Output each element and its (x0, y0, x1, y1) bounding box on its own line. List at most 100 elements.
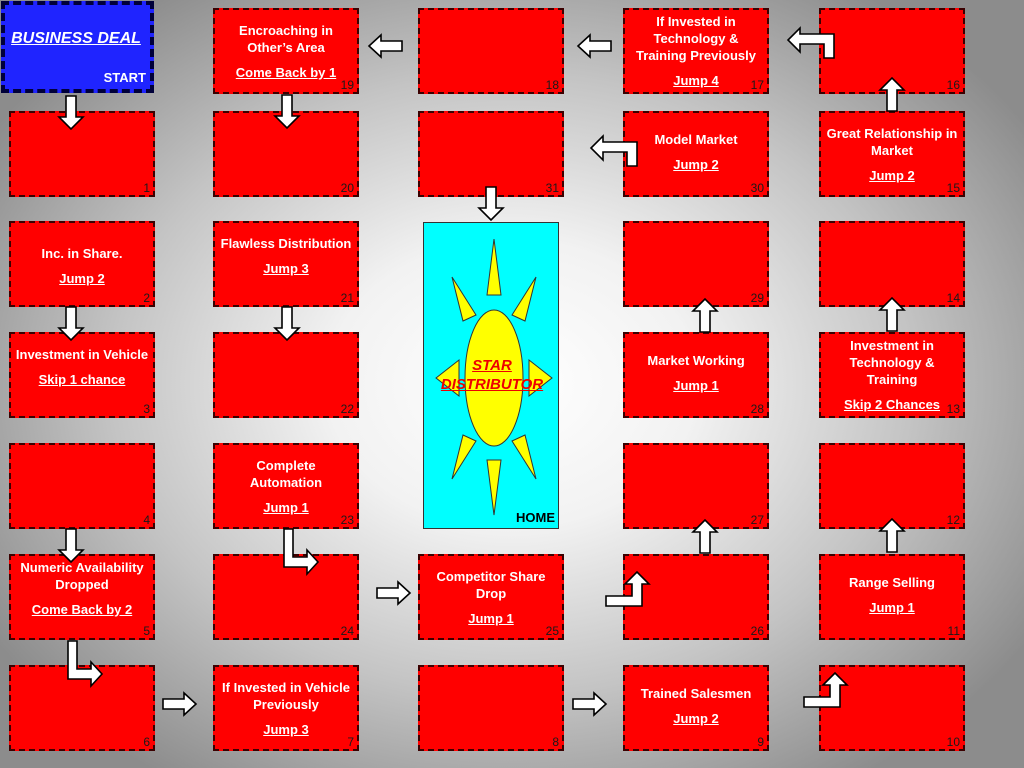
square-action: Come Back by 1 (235, 65, 337, 80)
square-number: 25 (545, 624, 559, 638)
square-label: Competitor Share Drop (436, 569, 546, 601)
square-number: 22 (340, 402, 354, 416)
square-number: 4 (143, 513, 150, 527)
square-number: 24 (340, 624, 354, 638)
square-number: 18 (545, 78, 559, 92)
board-square-27[interactable]: 27 (623, 443, 769, 529)
square-number: 14 (946, 291, 960, 305)
square-number: 29 (750, 291, 764, 305)
arrow-start-to-1-icon (57, 95, 85, 131)
arrow-6-to-7-icon (162, 691, 198, 717)
board-square-14[interactable]: 14 (819, 221, 965, 307)
square-number: 6 (143, 735, 150, 749)
square-number: 8 (552, 735, 559, 749)
square-label: If Invested in Technology & Training Pre… (636, 14, 756, 63)
arrow-30-to-31-icon (589, 128, 639, 168)
square-label: Model Market (654, 132, 738, 147)
square-label: Market Working (647, 353, 745, 368)
square-number: 3 (143, 402, 150, 416)
start-tile[interactable]: BUSINESS DEAL START (1, 1, 154, 93)
square-number: 17 (750, 78, 764, 92)
square-number: 5 (143, 624, 150, 638)
square-action: Jump 2 (869, 168, 915, 183)
square-action: Jump 4 (673, 73, 719, 88)
home-label: HOME (516, 510, 555, 525)
square-action: Jump 3 (263, 261, 309, 276)
board-square-10[interactable]: 10 (819, 665, 965, 751)
square-label: Range Selling (849, 575, 935, 590)
arrow-24-to-25-icon (376, 580, 412, 606)
square-number: 20 (340, 181, 354, 195)
square-action: Jump 1 (263, 500, 309, 515)
sun-icon (435, 238, 553, 516)
start-title: BUSINESS DEAL (11, 30, 141, 47)
home-title: STAR DISTRIBUTOR (440, 357, 544, 393)
square-label: Numeric Availability Dropped (20, 560, 144, 592)
arrow-9-to-10-icon (803, 671, 849, 711)
square-number: 31 (545, 181, 559, 195)
board-square-17[interactable]: If Invested in Technology & Training Pre… (623, 8, 769, 94)
square-label: Flawless Distribution (220, 236, 352, 251)
arrow-16-to-17-icon (786, 20, 836, 60)
square-action: Jump 1 (468, 611, 514, 626)
arrow-31-to-home-icon (477, 186, 505, 222)
square-number: 7 (347, 735, 354, 749)
board-square-4[interactable]: 4 (9, 443, 155, 529)
square-label: Investment in Technology & Training (849, 338, 935, 387)
square-text: Inc. in Share.Jump 2 (15, 245, 149, 287)
square-action: Jump 2 (673, 157, 719, 172)
arrow-18-to-19-icon (367, 33, 403, 59)
board-square-26[interactable]: 26 (623, 554, 769, 640)
board-square-22[interactable]: 22 (213, 332, 359, 418)
arrow-21-to-22-icon (273, 306, 301, 342)
start-label: START (103, 70, 146, 85)
home-tile[interactable]: STAR DISTRIBUTOR HOME (423, 222, 559, 529)
square-number: 11 (947, 624, 960, 638)
arrow-28-to-29-icon (691, 297, 719, 333)
square-action: Come Back by 2 (31, 602, 133, 617)
arrow-13-to-14-icon (878, 296, 906, 332)
board-square-18[interactable]: 18 (418, 8, 564, 94)
square-label: Complete Automation (249, 458, 323, 490)
square-number: 13 (946, 402, 960, 416)
square-number: 30 (750, 181, 764, 195)
board-square-31[interactable]: 31 (418, 111, 564, 197)
square-label: Encroaching in Other’s Area (239, 23, 333, 55)
square-number: 19 (340, 78, 354, 92)
square-number: 23 (340, 513, 354, 527)
board-square-12[interactable]: 12 (819, 443, 965, 529)
square-text: If Invested in Technology & Training Pre… (629, 13, 763, 89)
arrow-17-to-18-icon (576, 33, 612, 59)
arrow-5-to-6-icon (66, 640, 104, 692)
board-square-8[interactable]: 8 (418, 665, 564, 751)
board-square-1[interactable]: 1 (9, 111, 155, 197)
square-action: Jump 1 (869, 600, 915, 615)
square-label: Investment in Vehicle (15, 347, 149, 362)
arrow-23-to-24-icon (282, 528, 320, 580)
arrow-11-to-12-icon (878, 517, 906, 553)
square-number: 9 (757, 735, 764, 749)
board-square-29[interactable]: 29 (623, 221, 769, 307)
